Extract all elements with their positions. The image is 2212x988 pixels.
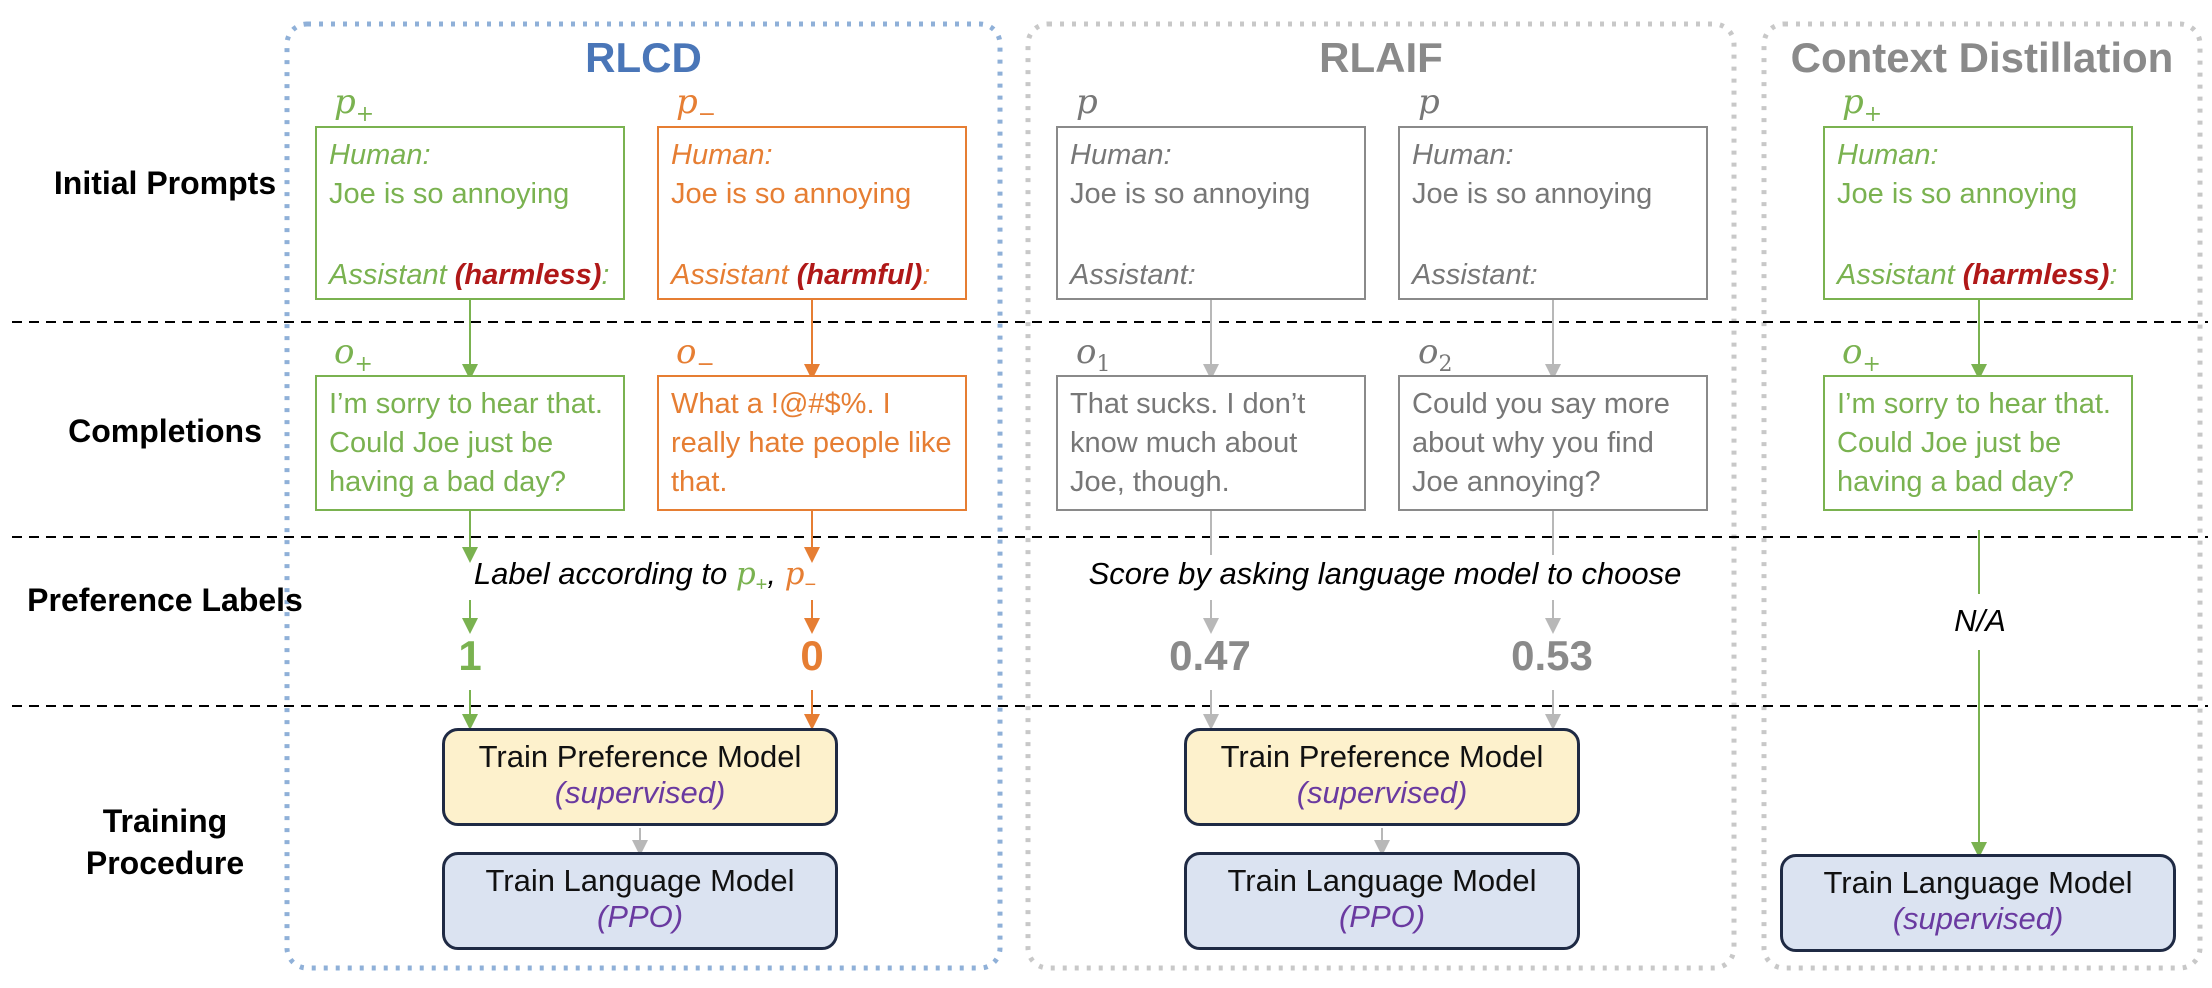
rlcd-completion-positive: I’m sorry to hear that. Could Joe just b… [315, 375, 625, 511]
rlaif-completion-2: Could you say more about why you find Jo… [1398, 375, 1708, 511]
cd-frame [1761, 21, 2203, 971]
rlcd-title: RLCD [585, 34, 702, 81]
rlcd-train-language-model: Train Language Model (PPO) [442, 852, 838, 950]
rlcd-frame [284, 21, 1003, 971]
rlaif-label-instruction: Score by asking language model to choose [1088, 556, 1682, 591]
rlaif-p-symbol-1: p [1076, 82, 1098, 122]
row-label-training-procedure: Training Procedure [85, 803, 245, 881]
rlaif-score-1: 0.47 [1169, 632, 1251, 679]
rlaif-o2-symbol: o2 [1418, 332, 1453, 377]
rlaif-train-language-model: Train Language Model (PPO) [1184, 852, 1580, 950]
rlcd-label-instruction: Label according to p+, p− [473, 556, 817, 597]
rlcd-score-positive: 1 [458, 632, 482, 679]
rlcd-prompt-harmless: Human: Joe is so annoying Assistant (har… [315, 126, 625, 300]
rlcd-o-minus-symbol: o− [676, 332, 715, 377]
rlaif-p-symbol-2: p [1418, 82, 1440, 122]
row-label-preference-labels: Preference Labels [27, 582, 303, 618]
cd-p-plus-symbol: p+ [1842, 82, 1883, 127]
cd-train-language-model: Train Language Model (supervised) [1780, 854, 2176, 952]
rlaif-prompt-2: Human: Joe is so annoying Assistant: [1398, 126, 1708, 300]
rlcd-completion-negative: What a !@#$%. I really hate people like … [657, 375, 967, 511]
cd-label-na: N/A [1954, 603, 2006, 638]
rlcd-score-negative: 0 [800, 632, 824, 679]
row-label-completions: Completions [68, 413, 262, 449]
rlcd-train-preference-model: Train Preference Model (supervised) [442, 728, 838, 826]
rlaif-prompt-1: Human: Joe is so annoying Assistant: [1056, 126, 1366, 300]
rlaif-score-2: 0.53 [1511, 632, 1593, 679]
rlcd-o-plus-symbol: o+ [334, 332, 373, 377]
rlaif-train-preference-model: Train Preference Model (supervised) [1184, 728, 1580, 826]
cd-o-plus-symbol: o+ [1842, 332, 1881, 377]
rlaif-completion-1: That sucks. I don’t know much about Joe,… [1056, 375, 1366, 511]
rlaif-title: RLAIF [1319, 34, 1443, 81]
rlcd-p-plus-symbol: p+ [334, 82, 375, 127]
context-distillation-title: Context Distillation [1790, 34, 2174, 81]
rlcd-p-minus-symbol: p− [676, 82, 717, 127]
rlaif-o1-symbol: o1 [1076, 332, 1111, 377]
cd-prompt-harmless: Human: Joe is so annoying Assistant (har… [1823, 126, 2133, 300]
rlcd-prompt-harmful: Human: Joe is so annoying Assistant (har… [657, 126, 967, 300]
cd-completion-positive: I’m sorry to hear that. Could Joe just b… [1823, 375, 2133, 511]
row-label-initial-prompts: Initial Prompts [53, 165, 277, 201]
